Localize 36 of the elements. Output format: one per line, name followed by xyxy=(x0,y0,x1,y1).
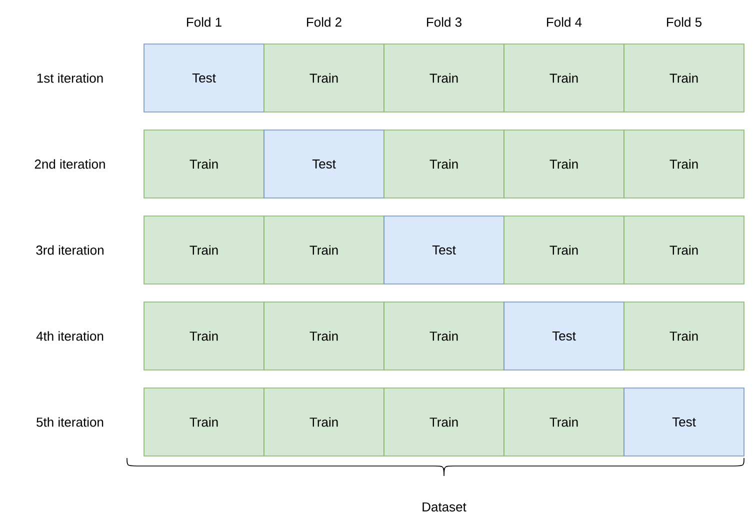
column-header: Fold 2 xyxy=(307,17,342,27)
train-cell: Train xyxy=(384,388,504,456)
train-cell: Train xyxy=(624,44,744,112)
train-cell: Train xyxy=(504,216,624,284)
train-cell: Train xyxy=(264,44,384,112)
column-header: Fold 5 xyxy=(667,17,702,27)
test-cell: Test xyxy=(384,216,504,284)
train-cell: Train xyxy=(384,44,504,112)
row-label: 3rd iteration xyxy=(36,245,104,255)
brace-label: Dataset xyxy=(422,502,466,512)
test-cell: Test xyxy=(504,302,624,370)
train-cell: Train xyxy=(504,388,624,456)
train-cell: Train xyxy=(504,44,624,112)
train-cell: Train xyxy=(264,302,384,370)
column-header: Fold 3 xyxy=(427,17,462,27)
train-cell: Train xyxy=(264,216,384,284)
train-cell: Train xyxy=(624,216,744,284)
train-cell: Train xyxy=(624,130,744,198)
train-cell: Train xyxy=(624,302,744,370)
train-cell: Train xyxy=(144,302,264,370)
train-cell: Train xyxy=(264,388,384,456)
row-label: 4th iteration xyxy=(36,331,104,341)
train-cell: Train xyxy=(384,302,504,370)
test-cell: Test xyxy=(144,44,264,112)
row-label: 1st iteration xyxy=(37,73,103,83)
column-header: Fold 1 xyxy=(187,17,222,27)
train-cell: Train xyxy=(144,216,264,284)
train-cell: Train xyxy=(504,130,624,198)
test-cell: Test xyxy=(624,388,744,456)
row-label: 5th iteration xyxy=(36,417,104,427)
train-cell: Train xyxy=(384,130,504,198)
row-label: 2nd iteration xyxy=(34,159,105,169)
test-cell: Test xyxy=(264,130,384,198)
train-cell: Train xyxy=(144,130,264,198)
column-header: Fold 4 xyxy=(547,17,582,27)
train-cell: Train xyxy=(144,388,264,456)
